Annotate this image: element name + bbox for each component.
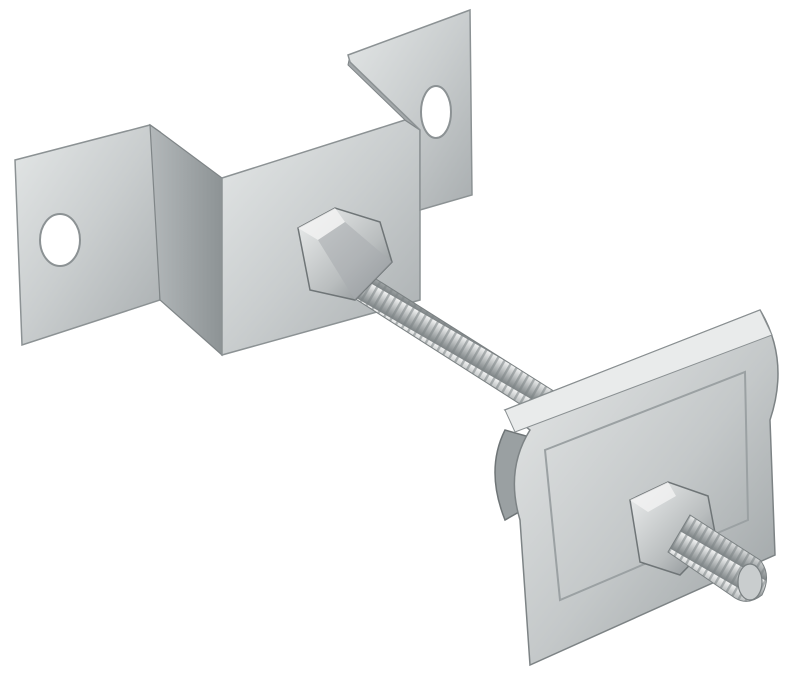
bracket-left-flange	[14, 124, 161, 347]
left-mounting-hole	[39, 213, 81, 267]
clamp-ridge	[543, 370, 750, 602]
hex-nut-upper	[297, 207, 393, 301]
clamp-top-fold	[504, 309, 773, 433]
right-mounting-hole	[420, 85, 452, 139]
rod-end	[667, 514, 767, 602]
bracket-right-flange	[347, 8, 473, 211]
clamp-plate	[494, 309, 779, 667]
bracket-left-wall	[149, 123, 223, 357]
